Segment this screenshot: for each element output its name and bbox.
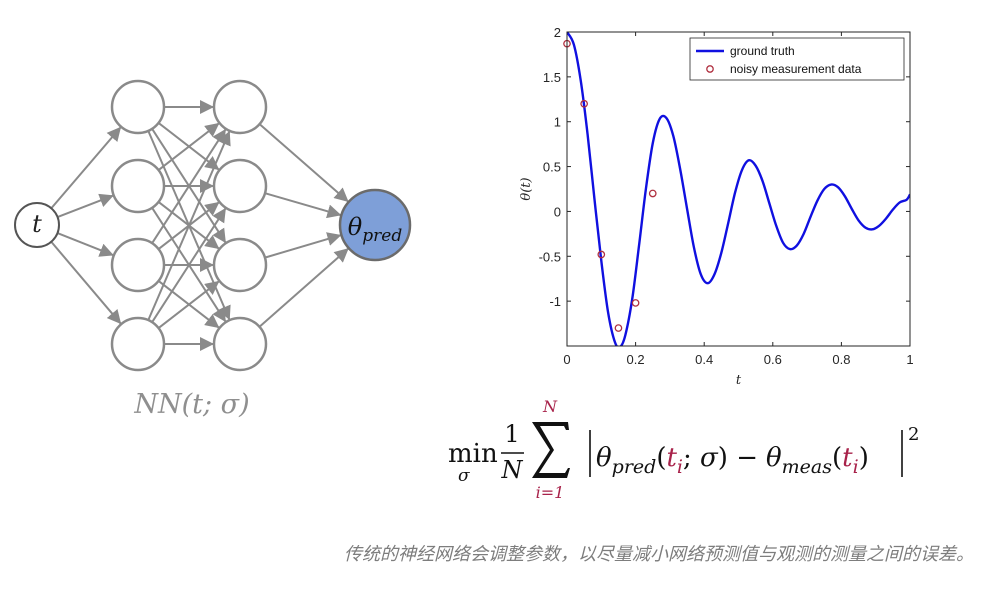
y-tick-label: -1 — [549, 294, 561, 309]
y-tick-label: 1 — [554, 115, 561, 130]
x-tick-label: 0.8 — [832, 352, 850, 367]
output-node — [338, 188, 412, 262]
x-axis-label: t — [736, 373, 742, 388]
y-tick-label: 0.5 — [543, 160, 561, 175]
open-paren-2: ( — [832, 443, 842, 473]
plot-area — [563, 32, 910, 346]
x-tick-label: 1 — [906, 352, 913, 367]
fraction-denominator: N — [501, 456, 524, 484]
network-nodes — [14, 79, 412, 372]
hidden-node — [110, 79, 166, 135]
measurement-point — [648, 189, 657, 198]
chart-panel: 0 0.2 0.4 0.6 0.8 1 -1 -0.5 0 0.5 1 1.5 2 ground tru… — [500, 20, 920, 390]
t-i-subscript: i — [677, 456, 683, 478]
y-tick-label: -0.5 — [539, 249, 561, 264]
connection-arrow — [264, 192, 342, 219]
sum-upper-limit: N — [542, 397, 558, 416]
output-label-subscript: pred — [362, 226, 402, 246]
t-i-variable-2: t — [842, 443, 853, 473]
connection-arrow — [147, 130, 231, 321]
legend-marker-swatch — [706, 65, 714, 73]
ground-truth-line — [567, 32, 910, 346]
connection-arrow — [157, 280, 221, 329]
summation-sign — [532, 422, 570, 478]
hidden-node — [212, 158, 268, 214]
x-tick-label: 0.4 — [695, 352, 713, 367]
x-tick-label: 0.6 — [764, 352, 782, 367]
connection-arrow — [151, 128, 227, 244]
network-connections — [50, 100, 350, 351]
input-node-label: t — [32, 210, 42, 238]
connection-arrow — [57, 232, 115, 257]
figure-caption: 传统的神经网络会调整参数，以尽量减小网络预测值与观测的测量之间的误差。 — [344, 544, 974, 565]
y-axis-label: θ(t) — [519, 177, 534, 200]
y-tick-label: 2 — [554, 25, 561, 40]
hidden-node — [212, 79, 268, 135]
legend-box — [689, 37, 905, 81]
semicolon: ; — [683, 443, 700, 473]
close-paren: ) — [718, 443, 736, 473]
loss-formula-svg: min σ 1 N N i=1 θpred(ti; σ) −θmeas(ti) … — [448, 397, 919, 502]
loss-formula: min σ 1 N N i=1 θpred(ti; σ) −θmeas(ti) … — [448, 392, 968, 502]
hidden-node — [110, 316, 166, 372]
x-tick-label: 0.2 — [627, 352, 645, 367]
connection-arrow — [50, 241, 122, 325]
sum-lower-limit: i=1 — [536, 483, 565, 502]
legend-label: noisy measurement data — [730, 62, 862, 76]
connection-arrow — [151, 207, 227, 323]
connection-arrow — [57, 193, 115, 219]
t-i-subscript-2: i — [853, 456, 859, 478]
x-tick-label: 0 — [563, 352, 570, 367]
pred-subscript: pred — [612, 456, 657, 478]
theta-pred-symbol: θ — [596, 443, 612, 473]
measurement-point — [597, 250, 606, 259]
loss-expression: θpred(ti; σ) −θmeas(ti) — [596, 443, 869, 478]
plot-frame — [566, 31, 911, 347]
close-paren-2: ) — [859, 443, 869, 473]
theta-meas-symbol: θ — [766, 443, 782, 473]
exponent-two: 2 — [908, 424, 919, 445]
y-tick-label: 0 — [554, 204, 561, 219]
measurement-point — [631, 299, 640, 307]
y-tick-label: 1.5 — [543, 70, 561, 85]
min-subscript: σ — [458, 466, 470, 486]
hidden-node — [110, 158, 166, 214]
network-caption: NN(t; σ) — [133, 389, 249, 420]
hidden-node — [212, 316, 268, 372]
neural-network-diagram: t θpred NN(t; σ) — [0, 0, 440, 440]
hidden-node — [212, 237, 268, 293]
min-operator: min — [448, 439, 498, 469]
connection-arrow — [50, 126, 122, 209]
connection-arrow — [264, 232, 342, 259]
output-label-theta: θ — [348, 213, 363, 241]
sigma-param: σ — [700, 443, 719, 473]
hidden-node — [110, 237, 166, 293]
legend-label: ground truth — [730, 44, 795, 58]
line-chart: 0 0.2 0.4 0.6 0.8 1 -1 -0.5 0 0.5 1 1.5 2 ground tru… — [519, 25, 914, 388]
input-node — [14, 202, 60, 248]
open-paren: ( — [656, 443, 666, 473]
chart-legend: ground truth noisy measurement data — [689, 37, 905, 81]
connection-arrow — [258, 123, 350, 203]
connection-arrow — [258, 247, 350, 328]
connection-arrow — [157, 122, 221, 171]
axis-ticks: 0 0.2 0.4 0.6 0.8 1 -1 -0.5 0 0.5 1 1.5 2 — [539, 25, 914, 367]
measurement-point — [614, 324, 623, 332]
t-i-variable: t — [666, 443, 677, 473]
meas-subscript: meas — [782, 456, 833, 478]
measurement-point — [580, 99, 589, 108]
fraction-numerator: 1 — [504, 420, 519, 448]
neural-network-svg: t θpred NN(t; σ) — [14, 79, 412, 420]
minus-sign: − — [736, 443, 758, 473]
output-node-label: θpred — [348, 213, 403, 246]
